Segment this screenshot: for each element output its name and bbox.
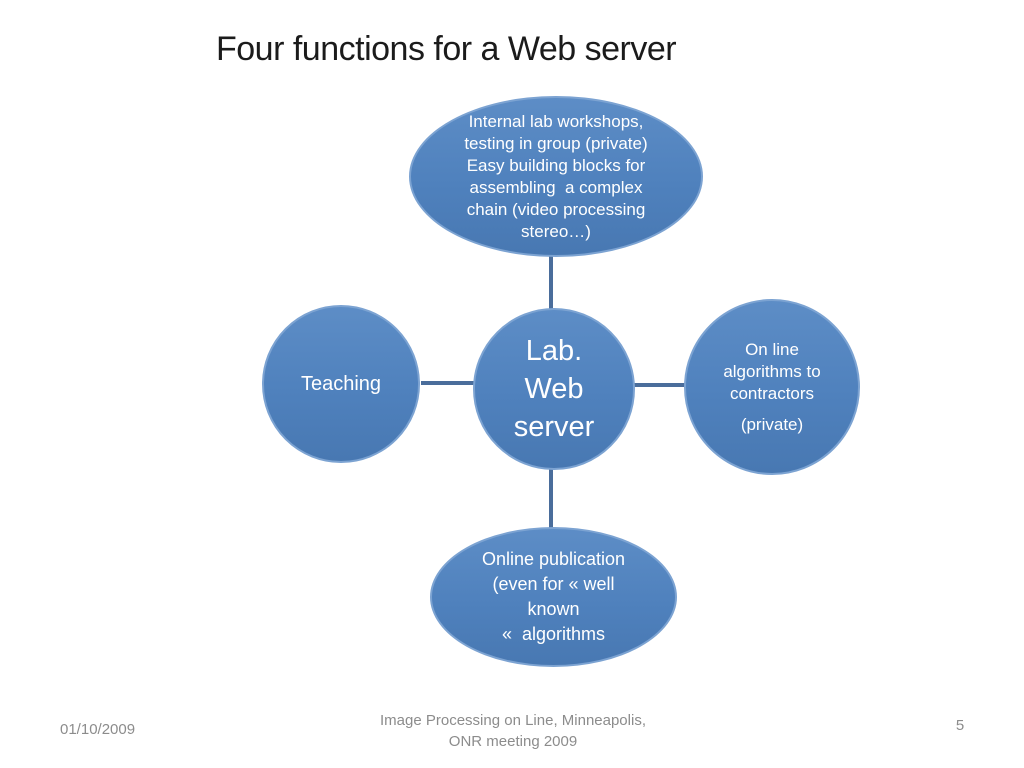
node-text-line: (even for « well <box>492 574 615 594</box>
node-text-line: chain (video processing <box>466 199 646 219</box>
node-text-line: known <box>527 599 580 619</box>
footer-date: 01/10/2009 <box>60 721 136 738</box>
node-text-line: Teaching <box>300 373 382 395</box>
footer-venue-line: ONR meeting 2009 <box>448 733 578 750</box>
node-text-line: Easy building blocks for <box>466 155 646 175</box>
node-internal-workshops: Internal lab workshops, testing in group… <box>409 96 703 257</box>
footer-venue: Image Processing on Line, Minneapolis, O… <box>313 710 713 752</box>
node-text-line: Web <box>524 373 584 405</box>
node-text-line: On line <box>745 339 799 359</box>
connector-left <box>421 381 474 385</box>
node-online-publication: Online publication (even for « well know… <box>430 527 677 667</box>
connector-top <box>549 255 553 309</box>
node-text-line: « algorithms <box>501 624 606 644</box>
slide-page-number: 5 <box>955 717 965 734</box>
node-text-line: Lab. <box>525 335 583 367</box>
node-text-line: server <box>513 411 595 443</box>
node-text-line: testing in group (private) <box>464 133 648 153</box>
slide-title: Four functions for a Web server <box>216 30 677 68</box>
node-teaching: Teaching <box>262 305 420 463</box>
node-text-line: Internal lab workshops, <box>468 111 644 131</box>
node-lab-web-server: Lab. Web server <box>473 308 635 470</box>
node-text-line: contractors <box>729 383 815 403</box>
node-text-line: stereo…) <box>521 221 591 241</box>
node-text-line: assembling a complex <box>469 177 643 197</box>
node-online-algorithms: On line algorithms to contractors (priva… <box>684 299 860 475</box>
node-text-subline: (private) <box>740 414 804 434</box>
node-text-line: algorithms to <box>723 361 821 381</box>
node-text-line: Online publication <box>481 549 626 569</box>
connector-right <box>634 383 685 387</box>
footer-venue-line: Image Processing on Line, Minneapolis, <box>380 712 646 729</box>
connector-bottom <box>549 466 553 528</box>
